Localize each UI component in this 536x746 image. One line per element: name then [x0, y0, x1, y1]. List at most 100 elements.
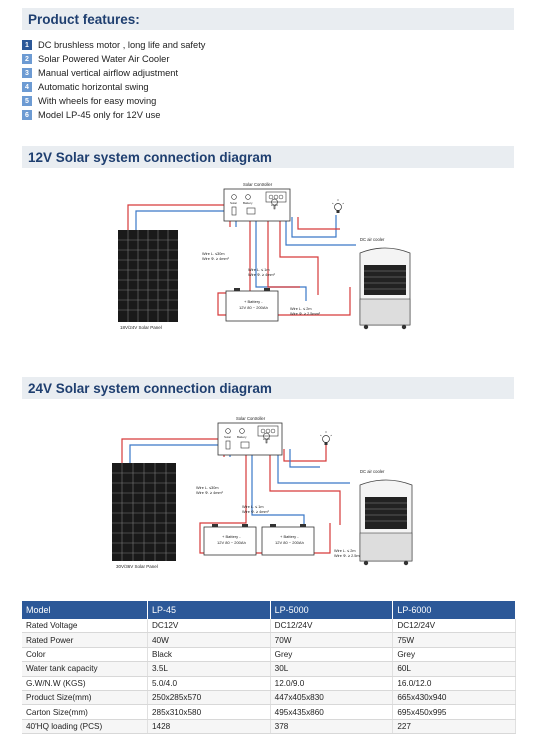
wire-label: Wire L. ≤ 2m: [290, 307, 312, 311]
table-header-row: Model LP-45 LP-5000 LP-6000: [22, 601, 516, 619]
table-cell: 40W: [147, 632, 271, 648]
table-cell: 40'HQ loading (PCS): [22, 719, 148, 735]
battery-spec: 12V 80 ~ 200Ah: [217, 540, 246, 545]
features-title: Product features:: [28, 11, 140, 27]
controller-battery-label: Battery: [243, 201, 253, 205]
table-cell: 495x435x860: [270, 704, 394, 720]
feature-number-badge: 6: [22, 110, 32, 120]
battery-spec: 12V 80 ~ 200Ah: [275, 540, 304, 545]
features-section-header: Product features:: [22, 8, 514, 30]
table-cell: 16.0/12.0: [392, 676, 516, 691]
diagram-24v-section-header: 24V Solar system connection diagram: [22, 377, 514, 399]
battery-label: + Battery -: [280, 534, 299, 539]
column-header: LP-6000: [392, 601, 516, 619]
battery-icon: [261, 524, 315, 556]
table-cell: 250x285x570: [147, 690, 271, 706]
feature-item: 2 Solar Powered Water Air Cooler: [22, 52, 205, 66]
feature-text: Automatic horizontal swing: [38, 82, 149, 92]
table-cell: 75W: [392, 632, 516, 648]
table-cell: DC12/24V: [392, 619, 516, 634]
controller-solar-label: Solar: [224, 435, 231, 439]
battery-label: + Battery -: [244, 299, 263, 304]
controller-label: Solar Controller: [236, 416, 266, 421]
table-cell: DC12V: [147, 619, 271, 634]
feature-text: Solar Powered Water Air Cooler: [38, 54, 170, 64]
solar-panel-icon: [112, 463, 176, 561]
solar-panel-label: 18V/24V Solar Panel: [120, 325, 162, 330]
cooler-label: DC air cooler: [360, 469, 385, 474]
column-header: LP-5000: [270, 601, 394, 619]
diagram-24v: 30V/36V Solar Panel Solar Controller Sol…: [112, 416, 413, 569]
wire-label: Wire L. ≤ 1m: [248, 268, 270, 272]
controller-load-label: Load: [271, 203, 278, 207]
table-cell: 665x430x940: [392, 690, 516, 706]
battery-spec: 12V 80 ~ 200Ah: [239, 305, 268, 310]
diagram-12v: 18V/24V Solar Panel Solar Controller Sol…: [118, 182, 411, 330]
table-cell: 12.0/9.0: [270, 676, 394, 691]
wire-label: Wire L. ≤ 2m: [334, 549, 356, 553]
wire-label: Wire L. ≤30m: [202, 252, 225, 256]
diagram-12v-title: 12V Solar system connection diagram: [28, 149, 272, 165]
table-cell: 447x405x830: [270, 690, 394, 706]
feature-text: DC brushless motor , long life and safet…: [38, 40, 206, 50]
battery-label: + Battery -: [222, 534, 241, 539]
feature-number-badge: 5: [22, 96, 32, 106]
table-cell: 227: [392, 719, 516, 735]
air-cooler-icon: [359, 247, 411, 330]
wire-label: Wire Φ. ≥ 4mm²: [248, 273, 276, 277]
feature-number-badge: 3: [22, 68, 32, 78]
feature-item: 4 Automatic horizontal swing: [22, 80, 205, 94]
feature-number-badge: 4: [22, 82, 32, 92]
diagram-12v-section-header: 12V Solar system connection diagram: [22, 146, 514, 168]
light-bulb-icon: [319, 431, 333, 445]
table-cell: 1428: [147, 719, 271, 735]
table-cell: 5.0/4.0: [147, 676, 271, 691]
feature-number-badge: 2: [22, 54, 32, 64]
feature-text: Manual vertical airflow adjustment: [38, 68, 179, 78]
diagram-24v-title: 24V Solar system connection diagram: [28, 380, 272, 396]
table-cell: Black: [147, 647, 271, 663]
table-cell: 285x310x580: [147, 704, 271, 720]
table-cell: Water tank capacity: [22, 661, 148, 677]
table-cell: G.W/N.W (KGS): [22, 676, 148, 691]
wire-label: Wire Φ. ≥ 4mm²: [242, 510, 270, 514]
wire-label: Wire L. ≤ 1m: [242, 505, 264, 509]
table-cell: Grey: [392, 647, 516, 663]
table-cell: Color: [22, 647, 148, 663]
wire-label: Wire Φ. ≥ 4mm²: [202, 257, 230, 261]
battery-icon: [203, 524, 257, 556]
table-cell: 378: [270, 719, 394, 735]
solar-panel-label: 30V/36V Solar Panel: [116, 564, 158, 569]
table-cell: Grey: [270, 647, 394, 663]
table-cell: DC12/24V: [270, 619, 394, 634]
controller-solar-label: Solar: [230, 201, 237, 205]
table-cell: 3.5L: [147, 661, 271, 677]
wire-label: Wire Φ. ≥ 4mm²: [196, 491, 224, 495]
wire-label: Wire L. ≤30m: [196, 486, 219, 490]
table-cell: 70W: [270, 632, 394, 648]
light-bulb-icon: [331, 199, 345, 213]
column-header: Model: [22, 601, 148, 619]
controller-load-label: Load: [263, 437, 270, 441]
wire-label: Wire Φ. ≥ 2.5mm²: [290, 312, 321, 316]
air-cooler-icon: [359, 479, 413, 566]
table-cell: 695x450x995: [392, 704, 516, 720]
table-cell: Rated Power: [22, 632, 148, 648]
feature-item: 3 Manual vertical airflow adjustment: [22, 66, 205, 80]
spec-table: Model LP-45 LP-5000 LP-6000 Rated Voltag…: [22, 601, 516, 735]
table-cell: Product Size(mm): [22, 690, 148, 706]
table-cell: 60L: [392, 661, 516, 677]
table-cell: Rated Voltage: [22, 619, 148, 634]
